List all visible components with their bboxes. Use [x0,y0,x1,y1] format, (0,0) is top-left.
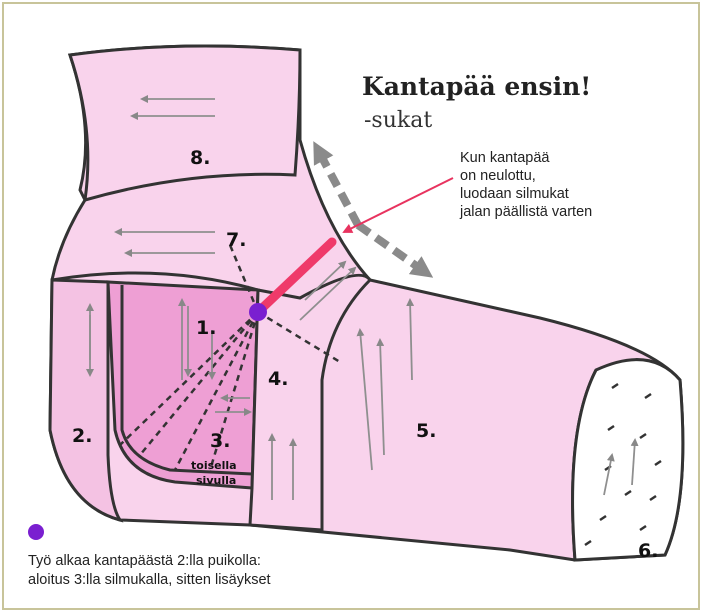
label-section-5: 5. [416,420,436,442]
section-6-toe [573,360,683,560]
label-section-3-note-2: sivulla [196,474,236,487]
footer-line-2: aloitus 3:lla silmukalla, sitten lisäyks… [28,572,271,588]
legend-start-dot [28,524,44,540]
label-section-3: 3. [210,430,230,452]
heel-start-dot [249,303,267,321]
label-section-2: 2. [72,425,92,447]
callout-line-1: Kun kantapää [460,150,550,166]
footer-line-1: Työ alkaa kantapäästä 2:lla puikolla: [28,553,261,569]
page-subtitle: -sukat [364,108,432,133]
callout-text: Kun kantapää on neulottu, luodaan silmuk… [459,150,592,220]
callout-arrow [344,178,453,232]
label-section-6: 6. [638,540,658,562]
callout-line-4: jalan päällistä varten [459,204,592,220]
callout-line-2: on neulottu, [460,168,536,184]
label-section-1: 1. [196,317,216,339]
label-section-8: 8. [190,147,210,169]
label-section-4: 4. [268,368,288,390]
page-title: Kantapää ensin! [362,72,591,101]
callout-line-3: luodaan silmukat [460,186,569,202]
label-section-7: 7. [226,229,246,251]
label-section-3-note-1: toisella [191,459,237,472]
